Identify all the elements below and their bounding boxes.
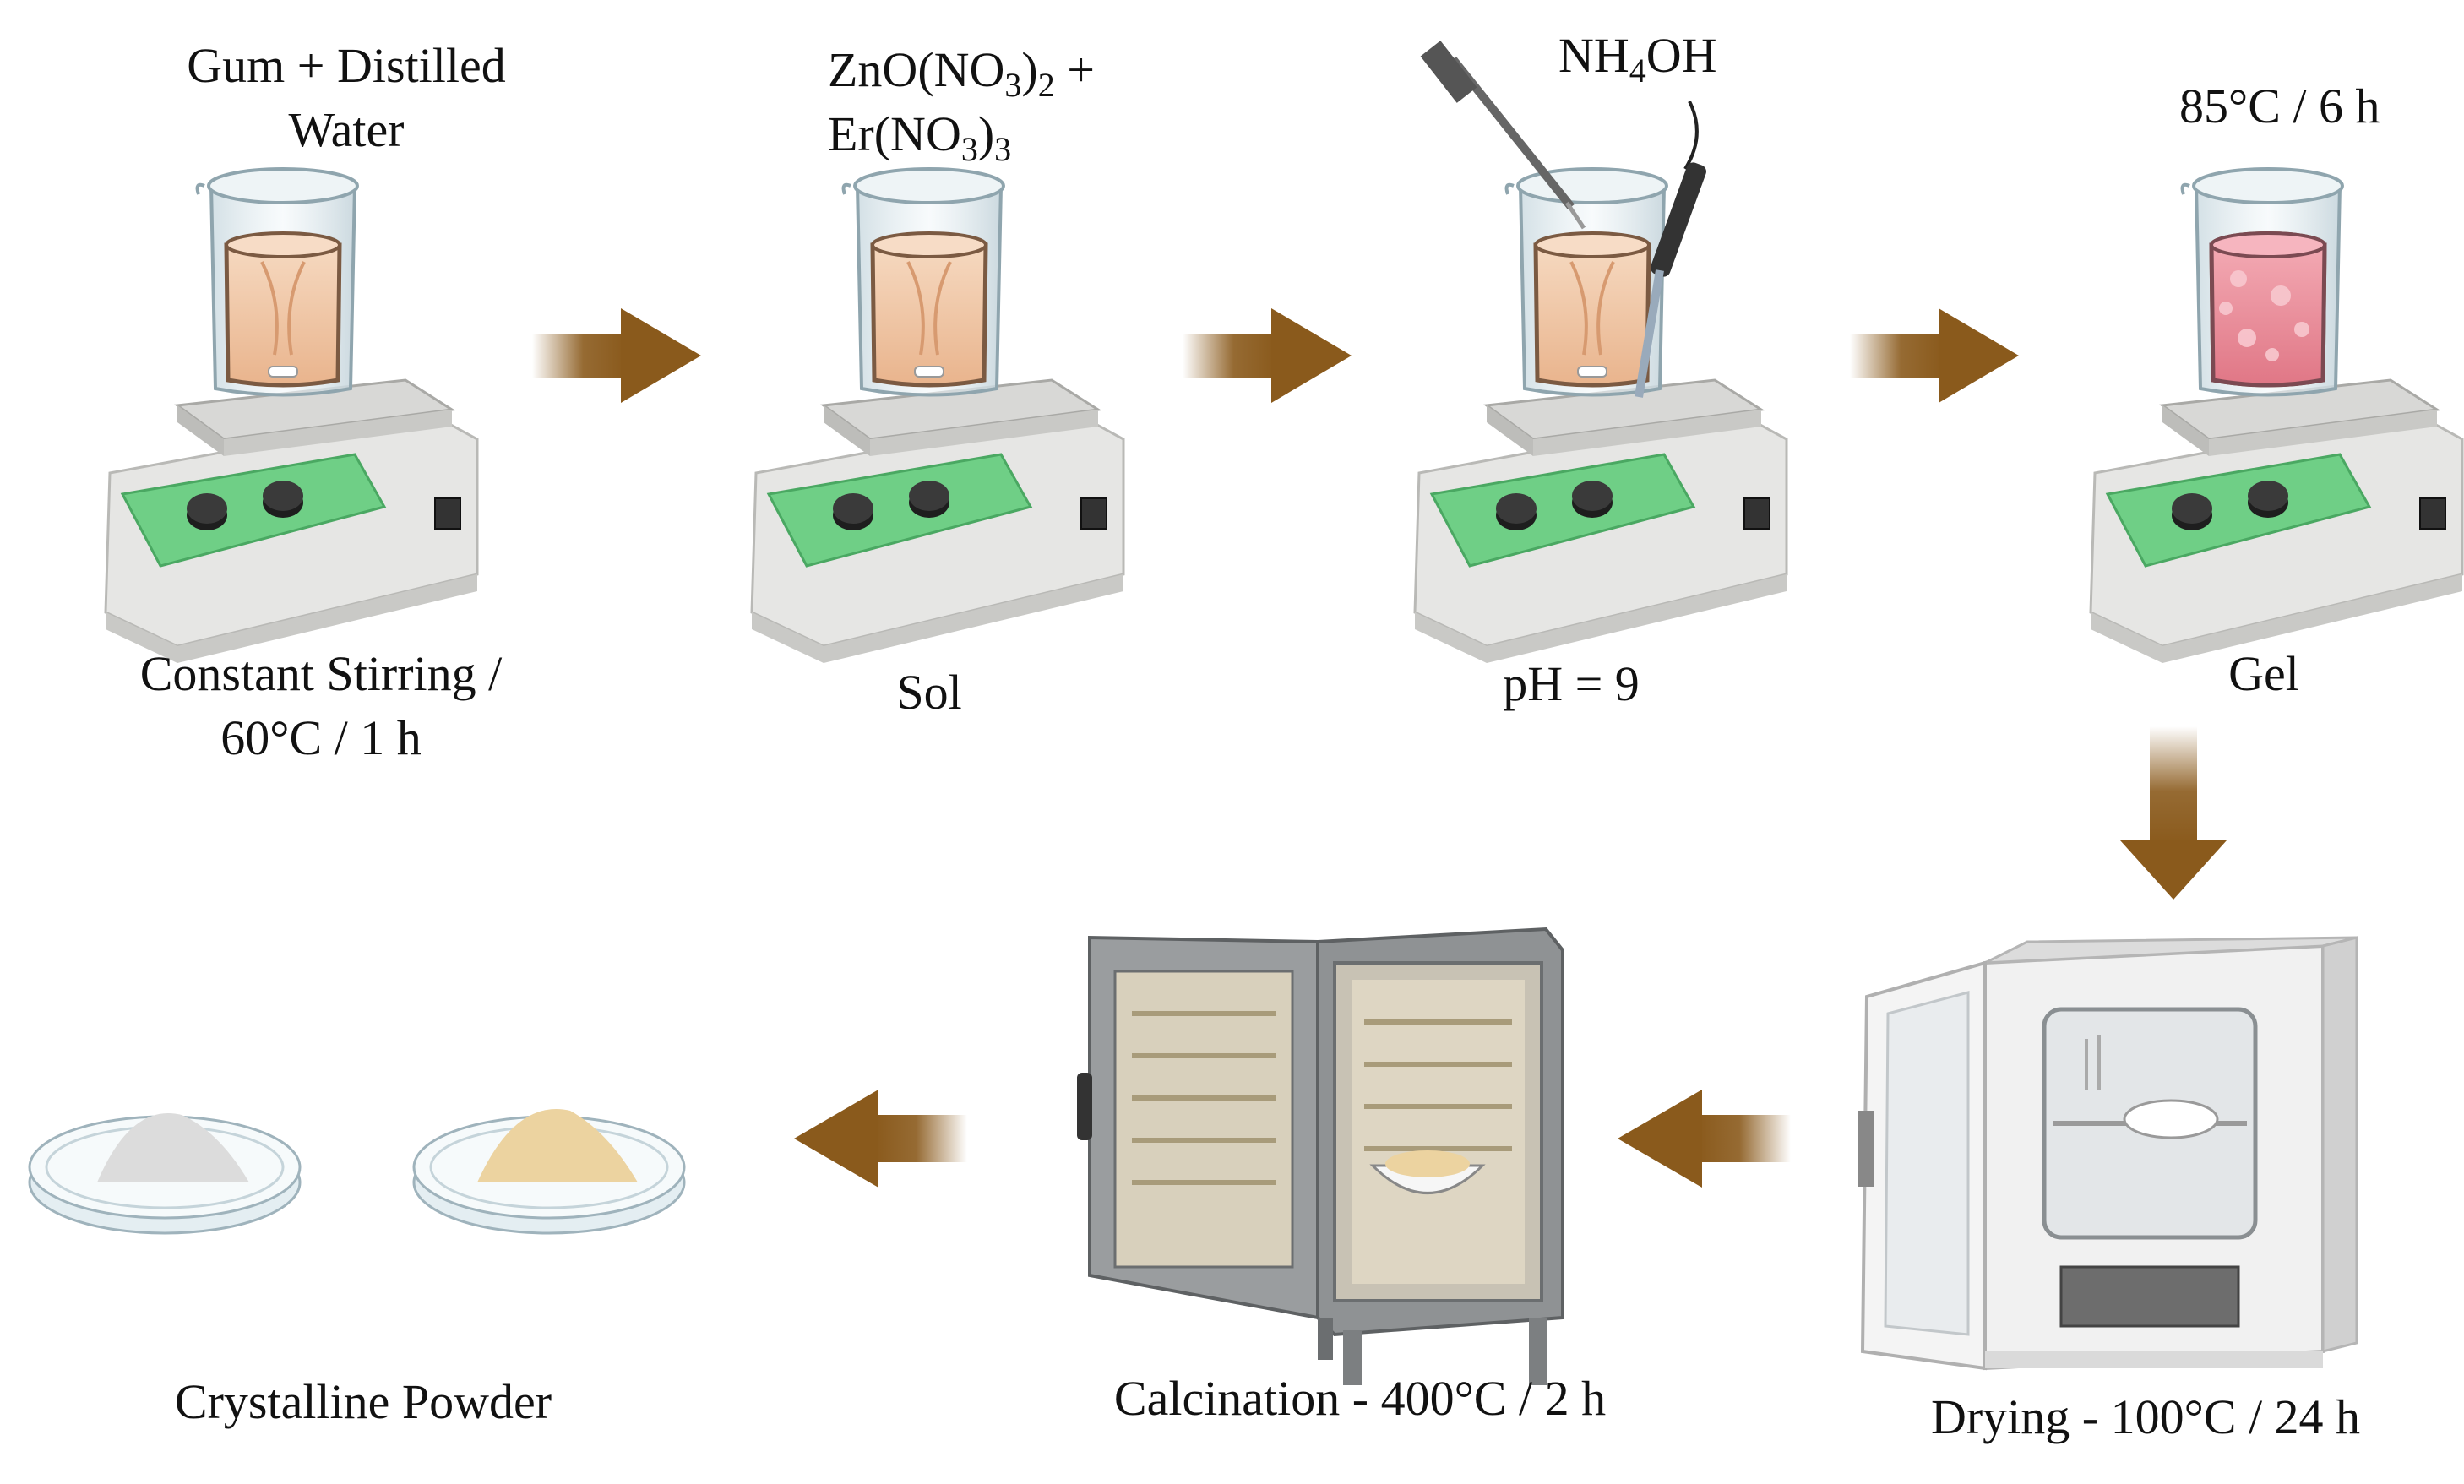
- drying-oven: [1858, 936, 2358, 1371]
- step2-bottom-label: Sol: [896, 665, 962, 720]
- arrow-left-1: [1618, 1090, 1791, 1188]
- calcination-label: Calcination - 400°C / 2 h: [1113, 1371, 1607, 1426]
- calcination-furnace: [1077, 927, 1564, 1385]
- stirrer-step-1: [106, 169, 477, 663]
- arrow-down: [2120, 726, 2227, 900]
- step3-bottom-label: pH = 9: [1503, 656, 1640, 711]
- ph-probe-icon: [1635, 101, 1706, 398]
- crystalline-powder-label: Crystalline Powder: [174, 1374, 552, 1429]
- petri-dish-yellow: [412, 1109, 686, 1235]
- stirrer-step-2: [752, 169, 1123, 663]
- stirrer-step-3: [1415, 41, 1787, 663]
- step1-bottom-label: Constant Stirring / 60°C / 1 h: [93, 642, 549, 770]
- step1-top-line2: Water: [288, 102, 405, 157]
- arrow-right-3: [1850, 308, 2019, 403]
- step2-top-line1: ZnO(NO3)2 +: [828, 42, 1095, 104]
- pipette-icon: [1420, 41, 1586, 230]
- step2-top-label: ZnO(NO3)2 + Er(NO3)3: [828, 38, 1095, 166]
- drying-label: Drying - 100°C / 24 h: [1930, 1389, 2361, 1444]
- step4-top-label: 85°C / 6 h: [2179, 79, 2380, 133]
- petri-dish-white: [28, 1112, 302, 1235]
- arrow-left-2: [794, 1090, 967, 1188]
- stirrer-step-4: [2091, 169, 2462, 663]
- step1-bottom-line1: Constant Stirring /: [139, 646, 503, 701]
- arrow-right-1: [532, 308, 701, 403]
- step2-top-line2: Er(NO3)3: [828, 106, 1012, 168]
- step1-bottom-line2: 60°C / 1 h: [220, 710, 422, 765]
- step4-bottom-label: Gel: [2228, 646, 2299, 701]
- arrow-right-2: [1183, 308, 1352, 403]
- step1-top-label: Gum + Distilled Water: [152, 34, 541, 162]
- step3-top-label: NH4OH: [1558, 28, 1717, 90]
- step1-top-line1: Gum + Distilled: [187, 38, 506, 93]
